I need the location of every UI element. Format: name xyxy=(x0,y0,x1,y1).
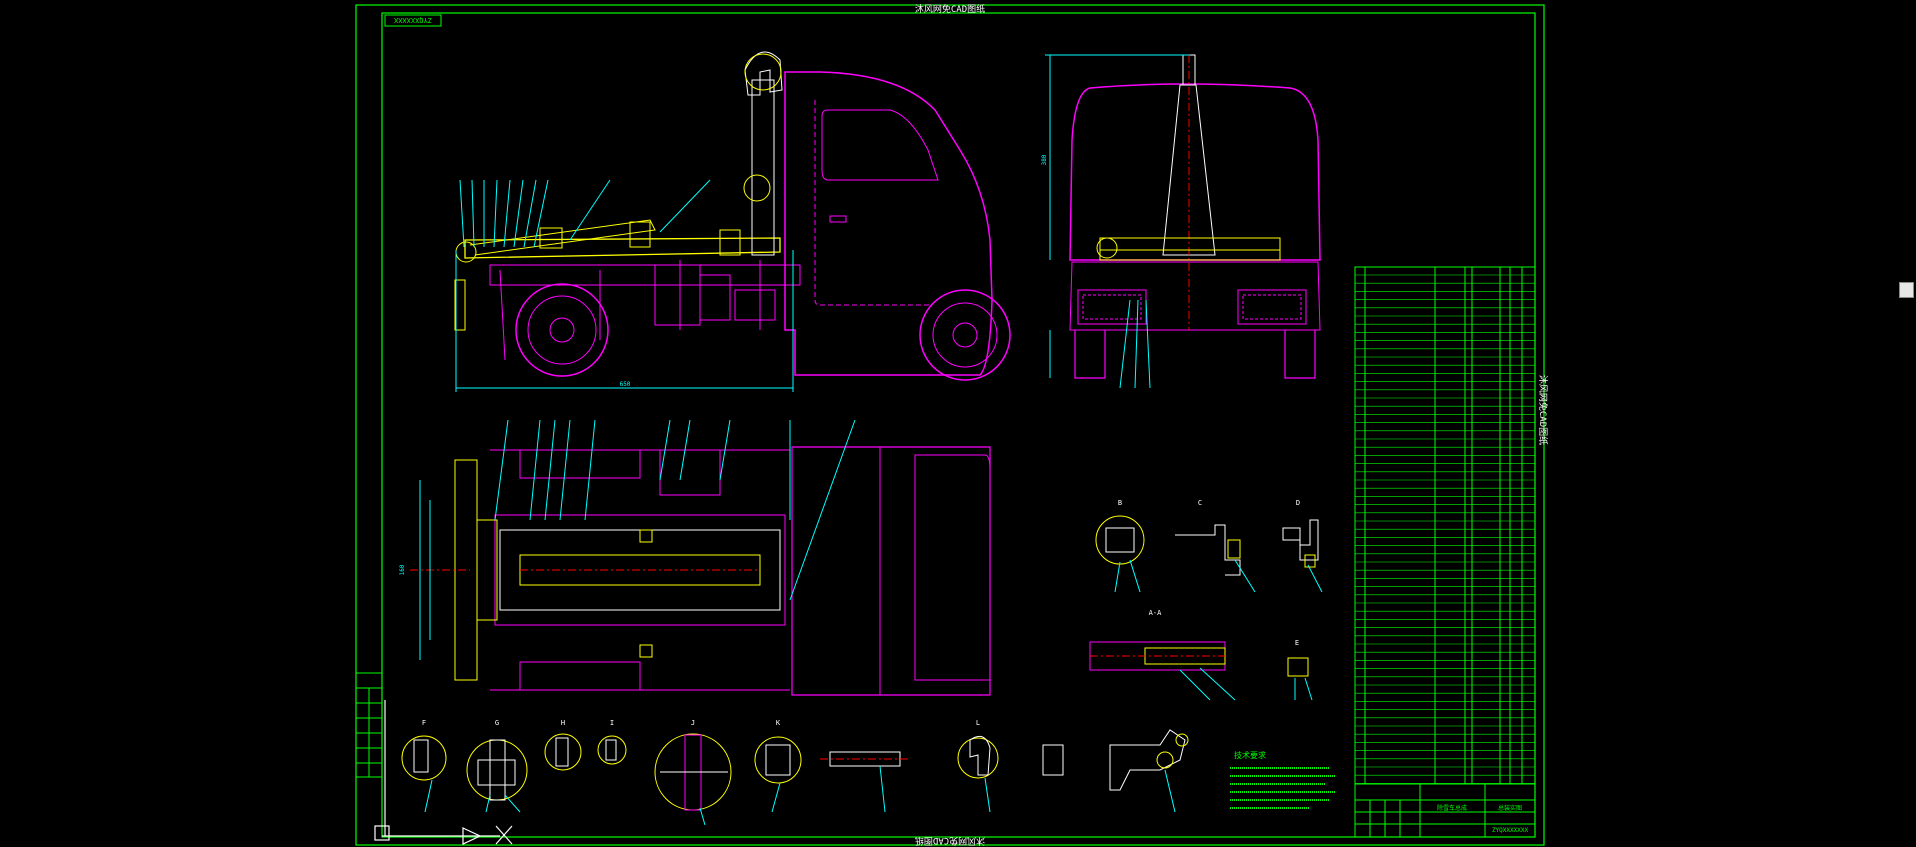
svg-text:I: I xyxy=(610,719,614,727)
detail-g xyxy=(466,739,528,801)
title-block-code: ZYQXXXXXXX xyxy=(1492,827,1529,834)
svg-text:J: J xyxy=(691,719,695,727)
front-view: 380 xyxy=(1041,54,1321,389)
detail-f xyxy=(401,735,447,781)
cab-window xyxy=(821,109,939,181)
stamp-code: ZYQXXXXXX xyxy=(393,16,432,24)
detail-b xyxy=(1095,515,1145,565)
detail-k xyxy=(754,736,802,784)
detail-i xyxy=(597,735,627,765)
detail-l xyxy=(1042,744,1064,776)
front-wheel xyxy=(919,289,1011,381)
svg-text:G: G xyxy=(495,719,499,727)
detail-hook xyxy=(957,737,999,779)
front-cab xyxy=(1069,83,1321,261)
tech-requirements: 技术要求 xyxy=(1230,750,1335,809)
hook-arm xyxy=(464,237,781,259)
detail-e xyxy=(1287,657,1309,677)
overall-length-dim: 650 xyxy=(620,381,631,388)
detail-views-right: B C D A-A E xyxy=(1089,499,1323,701)
svg-text:E: E xyxy=(1295,639,1299,647)
cab-door xyxy=(814,100,930,306)
stamp-box xyxy=(384,14,442,27)
plan-view: 160 xyxy=(399,419,991,696)
detail-d xyxy=(1282,519,1319,561)
left-revision-block xyxy=(355,672,383,778)
plan-cab xyxy=(791,446,991,696)
svg-text:C: C xyxy=(1198,499,1202,507)
svg-text:K: K xyxy=(776,719,781,727)
cab-outline xyxy=(784,71,993,376)
plan-frame xyxy=(494,514,786,626)
bottom-banner: 沐风网免CAD图纸 xyxy=(915,835,985,847)
front-crossbeam xyxy=(1099,237,1281,261)
svg-text:A-A: A-A xyxy=(1149,609,1162,617)
detail-views-bottom: F G H I J K L xyxy=(401,719,1189,826)
tech-req-title: 技术要求 xyxy=(1234,750,1266,760)
vertical-scrollbar[interactable] xyxy=(1899,282,1914,298)
rear-wheel xyxy=(515,283,609,377)
overall-height-dim: 380 xyxy=(1041,154,1048,165)
svg-text:H: H xyxy=(561,719,565,727)
plan-width-dim: 160 xyxy=(399,564,406,575)
side-view: 650 xyxy=(454,51,1011,392)
door-handle xyxy=(829,215,847,223)
svg-text:B: B xyxy=(1118,499,1122,507)
side-banner: 沐风网免CAD图纸 xyxy=(1537,375,1549,445)
parts-list xyxy=(1354,266,1536,785)
svg-text:D: D xyxy=(1296,499,1300,507)
title-block-name: 除雪车总成 xyxy=(1437,804,1467,812)
ucs-icon xyxy=(374,700,513,845)
detail-c xyxy=(1175,524,1241,576)
top-banner: 沐风网免CAD图纸 xyxy=(915,3,985,15)
right-lamp xyxy=(1237,289,1307,325)
detail-h xyxy=(544,733,582,771)
title-block-part: 总装实图 xyxy=(1498,804,1522,812)
chassis-frame xyxy=(489,264,801,286)
svg-text:L: L xyxy=(976,719,980,727)
title-block xyxy=(1354,783,1536,838)
svg-text:F: F xyxy=(422,719,426,727)
outer-border xyxy=(355,4,1545,846)
hook-column xyxy=(751,79,775,256)
